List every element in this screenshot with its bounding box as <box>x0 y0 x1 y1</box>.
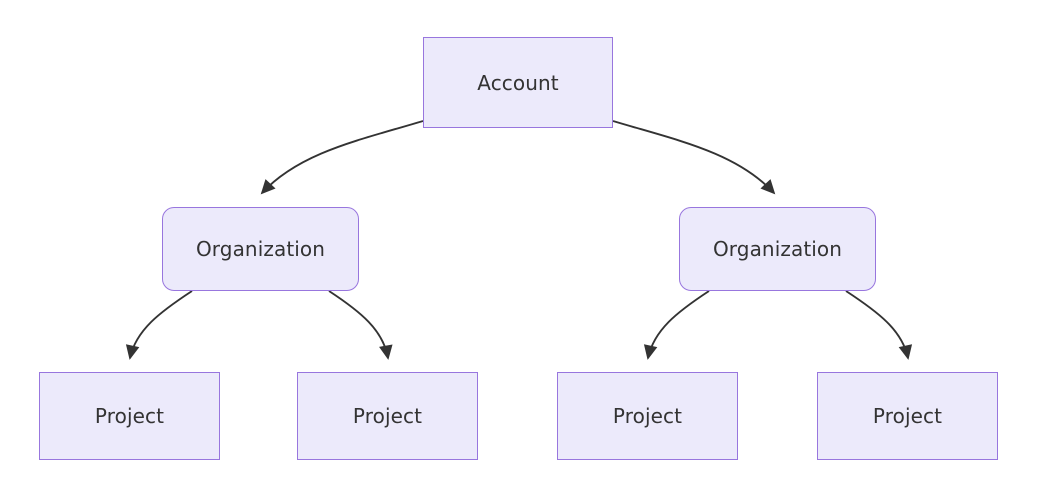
edge-account-org-right <box>612 120 776 195</box>
node-account-label: Account <box>477 70 559 95</box>
node-organization-left-label: Organization <box>195 237 326 261</box>
node-organization-right-label: Organization <box>712 237 843 261</box>
node-account[interactable]: Account <box>423 37 613 128</box>
edge-org-right-project-3 <box>643 290 710 360</box>
node-organization-right[interactable]: Organization <box>679 207 876 291</box>
node-project-3-label: Project <box>612 404 683 428</box>
edge-org-left-project-2 <box>328 290 393 360</box>
node-project-2-label: Project <box>352 404 423 428</box>
node-project-4[interactable]: Project <box>817 372 998 460</box>
node-project-4-label: Project <box>872 404 943 428</box>
node-organization-left[interactable]: Organization <box>162 207 359 291</box>
node-project-2[interactable]: Project <box>297 372 478 460</box>
node-project-3[interactable]: Project <box>557 372 738 460</box>
edge-org-right-project-4 <box>845 290 913 360</box>
edge-org-left-project-1 <box>125 290 193 360</box>
edge-account-org-left <box>260 120 424 195</box>
node-project-1-label: Project <box>94 404 165 428</box>
node-project-1[interactable]: Project <box>39 372 220 460</box>
